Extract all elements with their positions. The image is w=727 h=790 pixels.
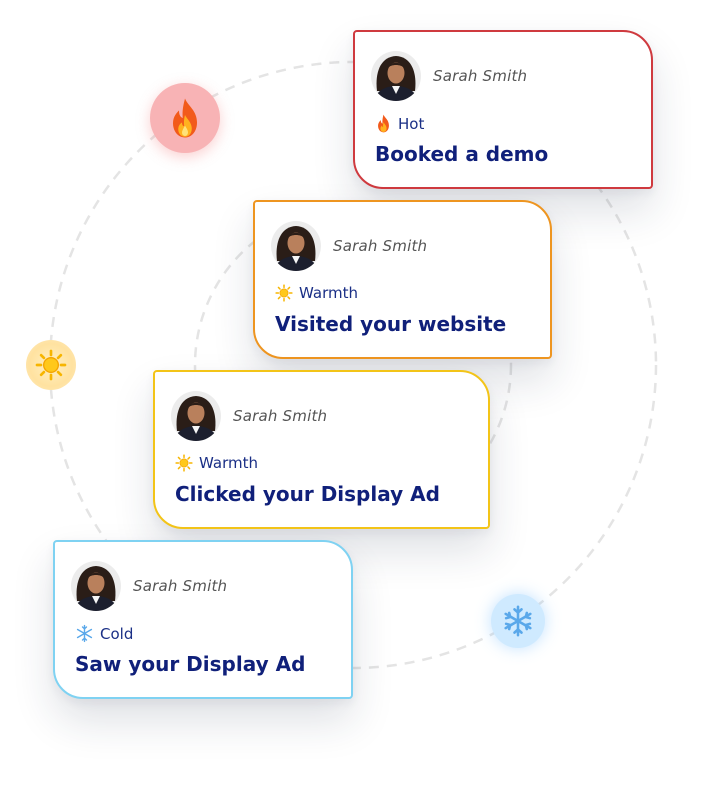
temperature-label: Cold: [75, 624, 133, 643]
orbit-cold-bubble: [491, 594, 545, 648]
temperature-text: Hot: [398, 114, 425, 133]
avatar: [371, 51, 421, 101]
person-name: Sarah Smith: [133, 577, 228, 595]
temperature-text: Warmth: [299, 284, 358, 302]
lead-card-warm-ad-click: Sarah Smith Warmth Clicked your Display …: [153, 370, 490, 529]
temperature-text: Cold: [100, 624, 134, 643]
sun-icon: [175, 454, 193, 472]
orbit-hot-bubble: [150, 83, 220, 153]
sun-icon: [35, 349, 67, 381]
lead-card-hot: Sarah Smith Hot Booked a demo: [353, 30, 653, 189]
person-name: Sarah Smith: [333, 237, 428, 255]
avatar: [271, 221, 321, 271]
action-title: Saw your Display Ad: [75, 652, 306, 676]
action-title: Booked a demo: [375, 142, 549, 166]
avatar: [71, 561, 121, 611]
orbit-warm-bubble: [26, 340, 76, 390]
sun-icon: [275, 284, 293, 302]
lead-card-cold: Sarah Smith Cold Saw your Display Ad: [53, 540, 353, 699]
lead-card-warm-website: Sarah Smith Warmth Visited your website: [253, 200, 552, 359]
fire-icon: [378, 114, 389, 133]
snowflake-icon: [76, 624, 93, 643]
person-name: Sarah Smith: [433, 67, 528, 85]
action-title: Clicked your Display Ad: [175, 482, 440, 506]
action-title: Visited your website: [275, 312, 507, 336]
avatar: [171, 391, 221, 441]
temperature-label: Warmth: [275, 284, 358, 302]
person-name: Sarah Smith: [233, 407, 328, 425]
temperature-text: Warmth: [199, 454, 258, 472]
temperature-label: Warmth: [175, 454, 258, 472]
fire-icon: [173, 98, 197, 138]
temperature-label: Hot: [375, 114, 424, 133]
snowflake-icon: [504, 605, 532, 637]
